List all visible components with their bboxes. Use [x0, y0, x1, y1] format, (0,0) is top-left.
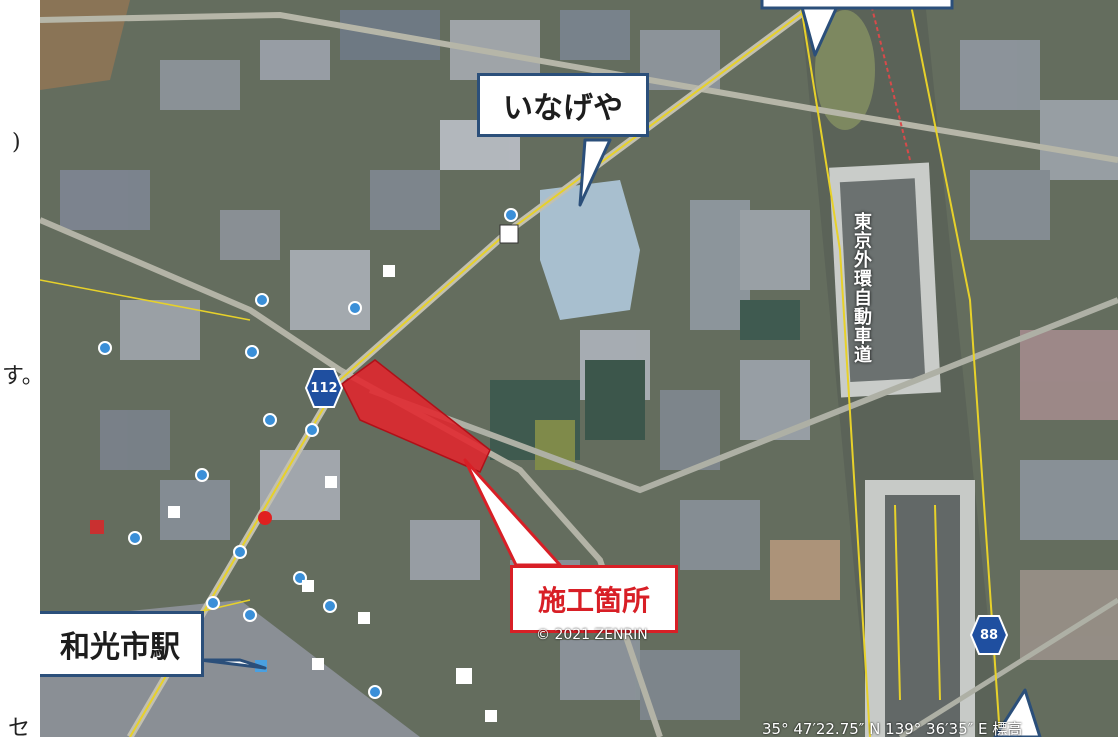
- satellite-map[interactable]: 112 88 東京外環自動車道 いなげや 施工箇所 和光市駅 © 2021 ZE…: [40, 0, 1118, 737]
- map-imagery: [40, 0, 1118, 737]
- page-text-fragment-3: セ: [8, 716, 31, 741]
- inageya-callout-pointer: [578, 138, 612, 207]
- page-text-fragment-2: す。: [2, 364, 44, 389]
- coordinates-readout: 35° 47′22.75″ N 139° 36′35″ E 標高: [762, 720, 1023, 737]
- station-callout-pointer: [198, 658, 267, 670]
- inageya-callout: いなげや: [477, 73, 649, 137]
- top-callout-pointer: [798, 0, 842, 57]
- top-callout-box: [760, 0, 954, 10]
- construction-site-callout: 施工箇所: [510, 565, 678, 633]
- route-112-shield: 112: [305, 368, 343, 408]
- expressway-label: 東京外環自動車道: [851, 212, 872, 364]
- route-88-shield: 88: [970, 615, 1008, 655]
- bottom-callout-pointer: [993, 688, 1042, 737]
- poi-markers: [90, 208, 519, 722]
- map-copyright: © 2021 ZENRIN: [536, 627, 648, 643]
- construction-site-area: [342, 360, 490, 472]
- inageya-store-roof: [540, 180, 640, 320]
- wakoshi-station-callout: 和光市駅: [40, 611, 204, 677]
- page-text-fragment-1: ): [12, 130, 21, 155]
- route-88-number: 88: [979, 627, 999, 643]
- route-112-number: 112: [310, 380, 338, 396]
